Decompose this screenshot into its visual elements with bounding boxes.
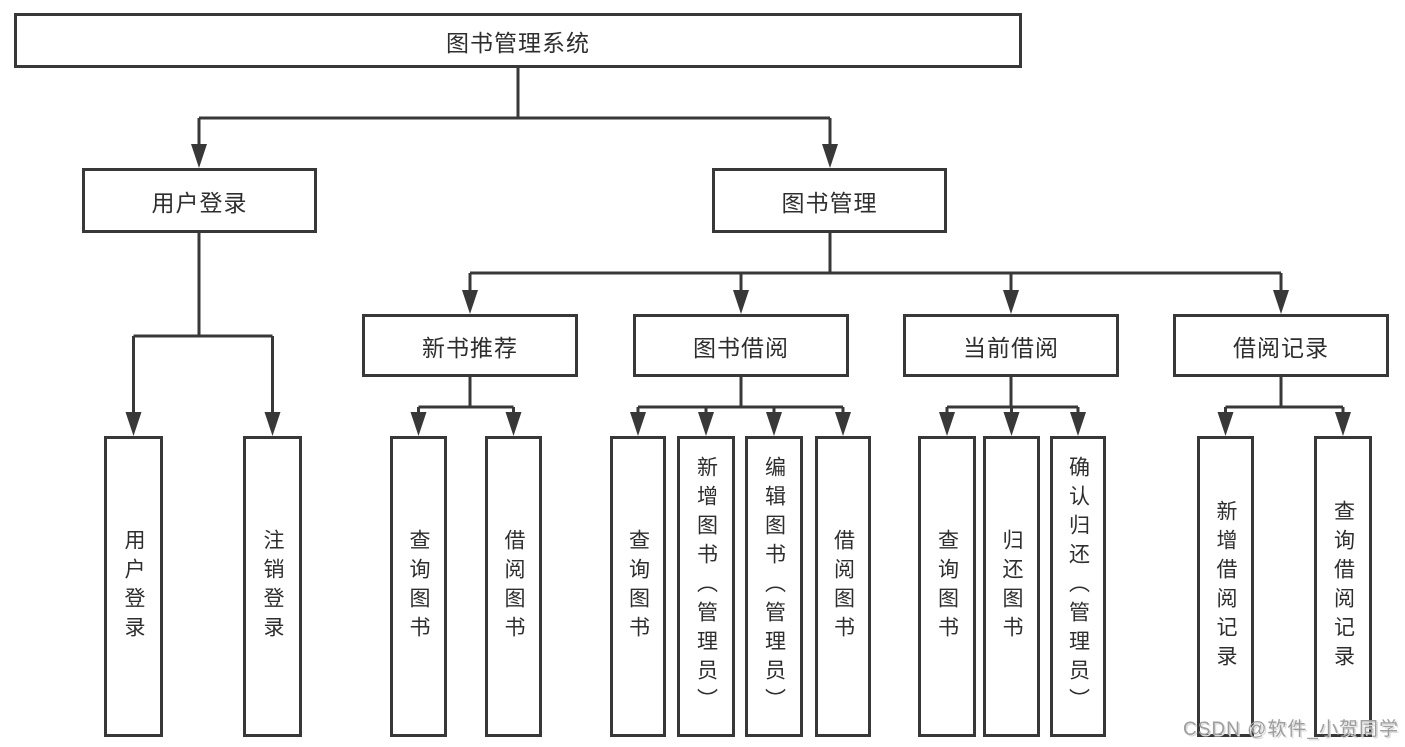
leaf-records-query-record: 查询借阅记录 — [1314, 436, 1372, 737]
arrowhead-icon — [1273, 290, 1289, 314]
arrowhead-icon — [125, 412, 142, 436]
arrowhead-icon — [630, 412, 646, 436]
leaf-label: 用户登录 — [122, 528, 145, 645]
leaf-current-confirm-return-admin: 确认归还（管理员） — [1050, 436, 1106, 737]
leaf-borrow-edit-books-admin: 编辑图书（管理员） — [745, 436, 803, 737]
arrowhead-icon — [462, 290, 478, 314]
arrowhead-icon — [410, 412, 427, 436]
connector-new-book-branch — [417, 377, 515, 418]
leaf-label: 注销登录 — [261, 528, 284, 645]
connector-user-login-branch — [132, 233, 274, 418]
arrowhead-icon — [766, 412, 782, 436]
arrowhead-icon — [698, 412, 714, 436]
leaf-label: 归还图书 — [1000, 528, 1023, 645]
leaf-borrow-query-books: 查询图书 — [610, 436, 666, 737]
connector-book-management-branch — [468, 233, 1283, 296]
leaf-label: 查询借阅记录 — [1331, 499, 1355, 674]
arrowheads — [125, 144, 1351, 436]
leaf-label: 查询图书 — [626, 528, 650, 645]
leaf-borrow-add-books-admin: 新增图书（管理员） — [677, 436, 735, 737]
csdn-watermark: CSDN @软件_小贺同学 — [1183, 719, 1399, 740]
leaf-label: 新增图书（管理员） — [694, 456, 718, 717]
node-current-borrowing: 当前借阅 — [903, 314, 1119, 377]
leaf-current-query-books: 查询图书 — [918, 436, 976, 737]
arrowhead-icon — [939, 412, 955, 436]
connector-borrow-record-branch — [1224, 377, 1345, 418]
leaf-newbook-borrow-books: 借阅图书 — [485, 436, 542, 737]
arrowhead-icon — [505, 412, 522, 436]
arrowhead-icon — [1335, 412, 1351, 436]
arrowhead-icon — [1003, 290, 1019, 314]
arrowhead-icon — [1003, 412, 1020, 436]
connector-book-borrow-branch — [636, 377, 845, 418]
arrowhead-icon — [1217, 412, 1234, 436]
leaf-label: 确认归还（管理员） — [1066, 456, 1090, 717]
leaf-records-add-record: 新增借阅记录 — [1197, 436, 1254, 737]
leaf-borrow-borrow-books: 借阅图书 — [815, 436, 871, 737]
connector-root-to-level2 — [197, 68, 832, 150]
leaf-user-login: 用户登录 — [104, 436, 163, 737]
node-book-management: 图书管理 — [712, 168, 947, 233]
leaf-logout: 注销登录 — [243, 436, 302, 737]
arrowhead-icon — [191, 144, 207, 168]
connector-current-borrow-branch — [945, 377, 1080, 418]
leaf-label: 查询图书 — [407, 528, 430, 645]
leaf-label: 新增借阅记录 — [1214, 499, 1237, 674]
leaf-newbook-query-books: 查询图书 — [390, 436, 447, 737]
leaf-label: 查询图书 — [935, 528, 959, 645]
arrowhead-icon — [835, 412, 851, 436]
node-borrowing-records: 借阅记录 — [1173, 314, 1389, 377]
node-user-login: 用户登录 — [82, 168, 317, 233]
leaf-label: 借阅图书 — [502, 528, 525, 645]
arrowhead-icon — [1070, 412, 1086, 436]
arrowhead-icon — [822, 144, 838, 168]
leaf-label: 借阅图书 — [831, 528, 855, 645]
leaf-label: 编辑图书（管理员） — [762, 456, 786, 717]
arrowhead-icon — [264, 412, 281, 436]
node-book-borrowing: 图书借阅 — [633, 314, 849, 377]
arrowhead-icon — [733, 290, 749, 314]
leaf-current-return-books: 归还图书 — [983, 436, 1040, 737]
node-new-book-recommendation: 新书推荐 — [362, 314, 578, 377]
node-library-management-system: 图书管理系统 — [14, 13, 1022, 68]
